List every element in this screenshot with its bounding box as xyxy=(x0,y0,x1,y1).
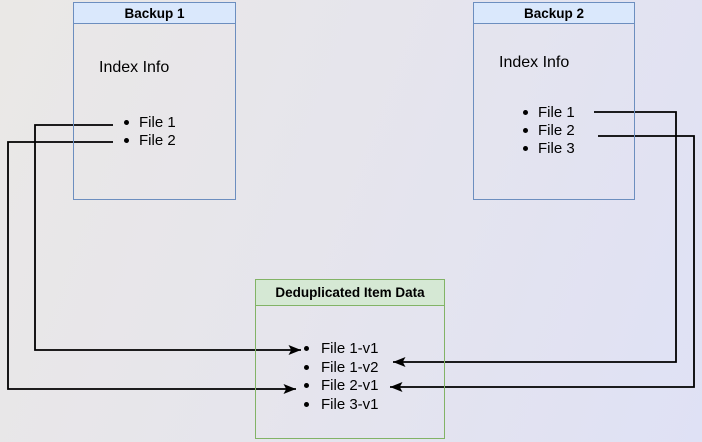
bullet-icon xyxy=(523,145,528,151)
dedup-title: Deduplicated Item Data xyxy=(275,285,425,300)
bullet-icon xyxy=(304,364,309,370)
backup2-file-list: File 1 File 2 File 3 xyxy=(474,103,634,157)
list-item: File 2 xyxy=(474,121,634,139)
dedup-box: Deduplicated Item Data File 1-v1 File 1-… xyxy=(255,279,445,439)
backup2-file1-label: File 1 xyxy=(538,103,575,121)
bullet-icon xyxy=(523,109,528,115)
backup1-file-list: File 1 File 2 xyxy=(74,113,235,149)
backup1-file2-label: File 2 xyxy=(139,131,176,149)
list-item: File 2 xyxy=(74,131,235,149)
bullet-icon xyxy=(523,127,528,133)
list-item: File 1-v2 xyxy=(256,358,444,377)
backup1-index-info-label: Index Info xyxy=(99,59,170,76)
dedup-file1v1-label: File 1-v1 xyxy=(321,339,379,357)
backup2-header: Backup 2 xyxy=(474,3,634,24)
bullet-icon xyxy=(304,401,309,407)
backup2-file2-label: File 2 xyxy=(538,121,575,139)
list-item: File 2-v1 xyxy=(256,376,444,395)
list-item: File 1 xyxy=(474,103,634,121)
list-item: File 1-v1 xyxy=(256,339,444,358)
backup2-index-info-label: Index Info xyxy=(499,54,570,71)
list-item: File 1 xyxy=(74,113,235,131)
backup1-header: Backup 1 xyxy=(74,3,235,24)
bullet-icon xyxy=(304,383,309,389)
dedup-file1v2-label: File 1-v2 xyxy=(321,358,379,376)
backup2-title: Backup 2 xyxy=(523,5,585,21)
backup1-title: Backup 1 xyxy=(124,5,185,21)
backup2-box: Backup 2 Index Info File 1 File 2 File 3 xyxy=(473,2,635,200)
bullet-icon xyxy=(124,119,129,125)
dedup-file2v1-label: File 2-v1 xyxy=(321,377,379,395)
bullet-icon xyxy=(124,137,129,143)
backup1-file1-label: File 1 xyxy=(139,113,176,131)
bullet-icon xyxy=(304,345,309,351)
dedup-header: Deduplicated Item Data xyxy=(256,280,444,306)
list-item: File 3-v1 xyxy=(256,395,444,414)
backup1-box: Backup 1 Index Info File 1 File 2 xyxy=(73,2,236,200)
dedup-file3v1-label: File 3-v1 xyxy=(321,395,379,413)
list-item: File 3 xyxy=(474,139,634,157)
backup2-file3-label: File 3 xyxy=(538,139,575,157)
dedup-item-list: File 1-v1 File 1-v2 File 2-v1 File 3-v1 xyxy=(256,339,444,414)
